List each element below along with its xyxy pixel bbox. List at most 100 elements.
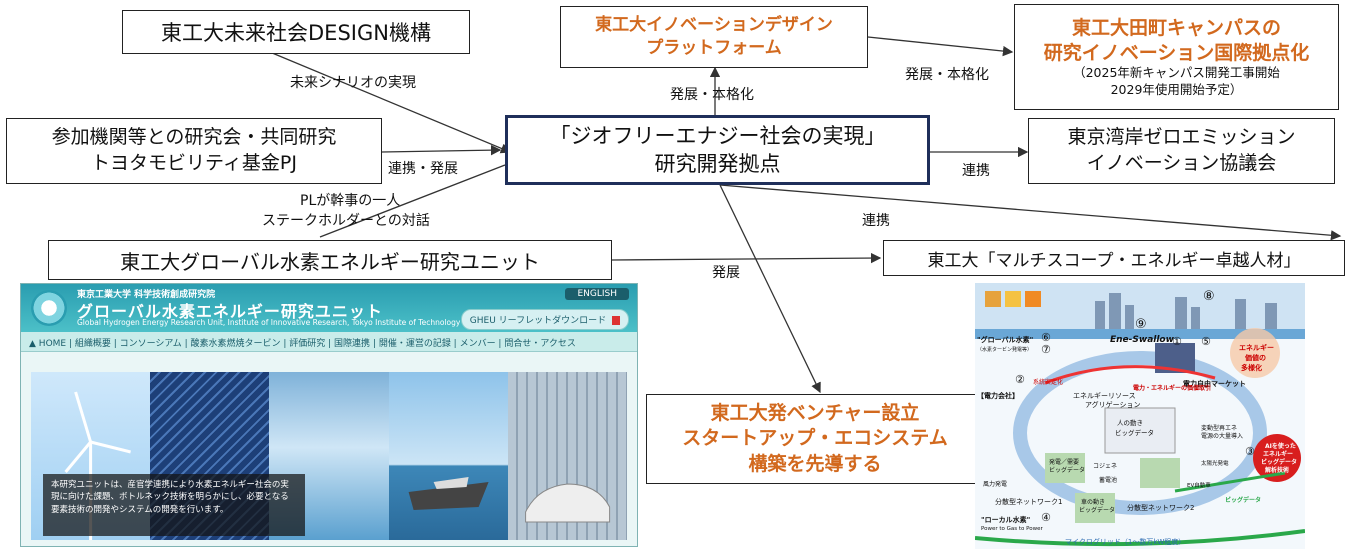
- badge-8: ⑧: [1203, 289, 1215, 304]
- microgrid-label: マイクログリッド（1～数万kW程度）: [1065, 538, 1186, 546]
- arrow-center-to-venture: [719, 184, 821, 394]
- innovation-design-platform-box: 東工大イノベーションデザイン プラットフォーム: [560, 6, 868, 68]
- innovation-design-platform-line1: 東工大イノベーションデザイン: [595, 15, 833, 36]
- multiscope-box: 東工大「マルチスコープ・エネルギー卓越人材」: [883, 240, 1345, 276]
- innovation-design-platform-line2: プラットフォーム: [646, 38, 782, 58]
- ev-label: EV自動車: [1187, 483, 1211, 489]
- badge-2: ②: [1015, 373, 1025, 386]
- joint-research-line2: トヨタモビリティ基金PJ: [91, 152, 297, 174]
- label-cooperate-bay: 連携: [962, 163, 990, 179]
- tamachi-campus-line2: 研究イノベーション国際拠点化: [1043, 41, 1310, 64]
- home-icon: ▲: [29, 339, 36, 349]
- value-label-1: エネルギー: [1239, 344, 1274, 352]
- badge-9: ⑨: [1135, 317, 1147, 332]
- cogen-label: コジェネ: [1093, 463, 1118, 470]
- resource-aggregation-label-1: エネルギーリソース: [1073, 392, 1136, 400]
- dist-network-1-label: 分散型ネットワーク1: [995, 498, 1063, 506]
- center-hub-line2: 研究開発拠点: [654, 152, 781, 176]
- photo-ship: [388, 372, 508, 540]
- site-nav-links: HOME | 組織概要 | コンソーシアム | 酸素水素燃焼タービン | 評価研…: [38, 339, 576, 349]
- grid-stabilize-label: 系統安定化: [1033, 379, 1064, 386]
- energy-value-trade-label: 電力・エネルギーの価値取引: [1133, 385, 1212, 392]
- joint-research-line1: 参加機関等との研究会・共同研究: [51, 126, 337, 149]
- power-to-gas-label: Power to Gas to Power: [981, 526, 1043, 532]
- arrow-center-to-multiscope: [719, 184, 1342, 241]
- site-header: 東京工業大学 科学技術創成研究院 グローバル水素エネルギー研究ユニット Glob…: [21, 284, 637, 332]
- venture-line1: 東工大発ベンチャー設立: [710, 401, 920, 424]
- center-hub-box: 「ジオフリーエナジー社会の実現」 研究開発拠点: [505, 115, 930, 185]
- site-description-overlay: 本研究ユニットは、産官学連携により水素エネルギー社会の実現に向けた課題、ボトルネ…: [43, 474, 305, 536]
- gen-bigdata-label-2: ビッグデータ: [1049, 467, 1086, 474]
- tamachi-campus-box: 東工大田町キャンパスの 研究イノベーション国際拠点化 （2025年新キャンパス開…: [1014, 4, 1339, 110]
- ai-label-2: エネルギー: [1263, 451, 1294, 458]
- hydrogen-unit-box: 東工大グローバル水素エネルギー研究ユニット: [48, 240, 612, 280]
- pdf-icon: [612, 316, 620, 325]
- badge-3: ③: [1245, 445, 1255, 458]
- hydrogen-unit-text: 東工大グローバル水素エネルギー研究ユニット: [120, 249, 540, 274]
- badge-5: ⑤: [1201, 335, 1211, 348]
- venture-line3: 構築を先導する: [748, 452, 882, 475]
- site-title: グローバル水素エネルギー研究ユニット: [77, 302, 383, 321]
- wind-label: 風力発電: [983, 481, 1008, 488]
- car-bigdata-label-1: 車の動き: [1081, 499, 1106, 506]
- value-label-3: 多様化: [1241, 364, 1262, 372]
- global-hydrogen-label: "グローバル水素": [977, 336, 1034, 344]
- tokyo-bay-council-line1: 東京湾岸ゼロエミッション: [1067, 126, 1296, 149]
- site-leaflet-label: GHEU リーフレットダウンロード: [469, 316, 607, 326]
- label-stakeholder-dialogue: ステークホルダーとの対話: [262, 213, 430, 229]
- badge-7: ⑦: [1041, 343, 1051, 356]
- photo-car-building: [507, 372, 628, 540]
- value-label-2: 価値の: [1245, 354, 1266, 362]
- tokyo-bay-council-box: 東京湾岸ゼロエミッション イノベーション協議会: [1028, 118, 1335, 184]
- human-bigdata-label-2: ビッグデータ: [1115, 429, 1154, 437]
- arrow-research-to-center: [381, 144, 502, 156]
- tamachi-campus-note1: （2025年新キャンパス開発工事開始: [1073, 65, 1280, 81]
- dist-network-2-label: 分散型ネットワーク2: [1127, 504, 1195, 512]
- car-bigdata-label-2: ビッグデータ: [1079, 507, 1116, 514]
- site-nav: ▲ HOME | 組織概要 | コンソーシアム | 酸素水素燃焼タービン | 評…: [21, 332, 637, 352]
- tamachi-campus-line1: 東工大田町キャンパスの: [1071, 17, 1281, 40]
- tokyo-bay-council-line2: イノベーション協議会: [1086, 152, 1277, 174]
- hydrogen-unit-website-screenshot: 東京工業大学 科学技術創成研究院 グローバル水素エネルギー研究ユニット Glob…: [20, 283, 638, 547]
- resource-aggregation-label-2: アグリゲーション: [1085, 401, 1141, 409]
- arrow-gheru-to-multiscope: [611, 252, 882, 264]
- ai-label-1: AIを使った: [1265, 443, 1296, 450]
- line-pl-dialogue: [319, 164, 506, 238]
- joint-research-box: 参加機関等との研究会・共同研究 トヨタモビリティ基金PJ: [6, 118, 382, 184]
- site-affiliation: 東京工業大学 科学技術創成研究院: [77, 290, 216, 300]
- label-cooperate-develop: 連携・発展: [388, 161, 458, 177]
- site-leaflet-button: GHEU リーフレットダウンロード: [460, 309, 629, 330]
- label-develop: 発展: [712, 265, 740, 281]
- site-english-button: ENGLISH: [565, 288, 629, 300]
- design-organization-text: 東工大未来社会DESIGN機構: [161, 21, 431, 45]
- local-hydrogen-label: "ローカル水素": [981, 516, 1031, 524]
- center-hub-line1: 「ジオフリーエナジー社会の実現」: [549, 123, 886, 148]
- bigdata-label: ビッグデータ: [1225, 497, 1262, 504]
- ai-label-3: ビッグデータ: [1261, 459, 1298, 466]
- multiscope-text: 東工大「マルチスコープ・エネルギー卓越人材」: [927, 250, 1301, 271]
- power-company-label: 【電力会社】: [977, 392, 1019, 400]
- label-develop-full-up: 発展・本格化: [670, 87, 754, 103]
- tamachi-campus-note2: 2029年使用開始予定）: [1110, 81, 1243, 97]
- variable-renewable-label-2: 電源の大量導入: [1201, 433, 1244, 440]
- gen-bigdata-label-1: 発電／需要: [1049, 459, 1080, 466]
- smart-grid-illustration: ⑧ ⑨ Ene-Swallow ① ⑤ "グローバル水素" ⑥ （水素タービン発…: [975, 283, 1305, 549]
- badge-6: ⑥: [1041, 331, 1051, 344]
- human-bigdata-label-1: 人の動き: [1117, 419, 1143, 427]
- label-pl-member: PLが幹事の一人: [300, 193, 401, 209]
- arrow-design-to-center: [264, 49, 512, 154]
- site-subtitle: Global Hydrogen Energy Research Unit, In…: [77, 318, 461, 327]
- variable-renewable-label-1: 変動型再エネ: [1201, 425, 1238, 432]
- badge-1: ①: [1172, 335, 1182, 348]
- free-market-label: 電力自由マーケット: [1183, 380, 1246, 388]
- ai-label-4: 解析技術: [1265, 467, 1290, 474]
- site-logo-icon: [31, 290, 67, 326]
- badge-4: ④: [1041, 511, 1051, 524]
- ene-swallow-label: Ene-Swallow: [1110, 335, 1174, 345]
- label-future-scenario: 未来シナリオの実現: [290, 75, 416, 91]
- arrow-idp-to-ota: [867, 36, 1014, 57]
- label-develop-full-right: 発展・本格化: [905, 67, 989, 83]
- venture-box: 東工大発ベンチャー設立 スタートアップ・エコシステム 構築を先導する: [646, 394, 984, 484]
- turbine-label: （水素タービン発電等）: [977, 347, 1033, 353]
